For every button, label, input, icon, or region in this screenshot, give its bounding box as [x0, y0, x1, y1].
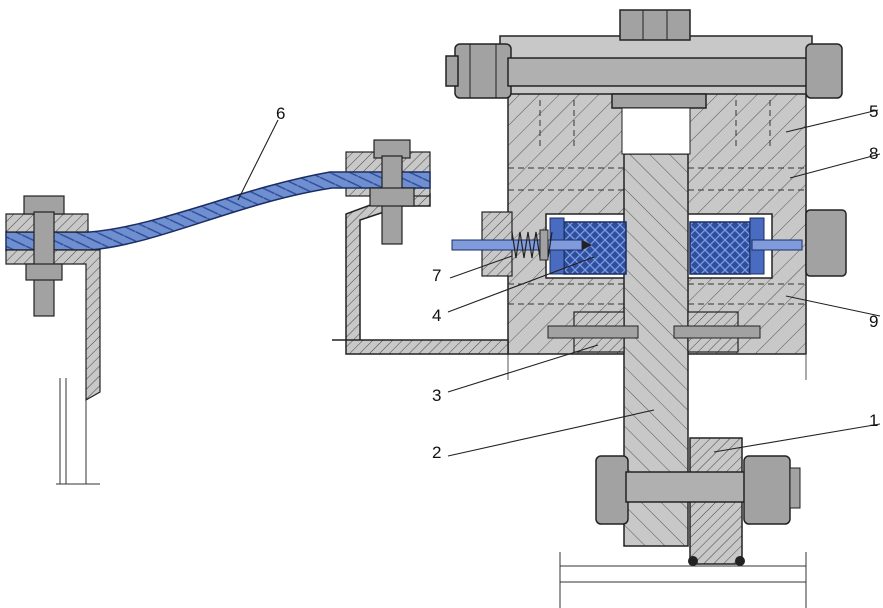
leader-lines [237, 109, 881, 457]
lower-clamp [595, 437, 801, 566]
callout-7: 7 [432, 266, 441, 285]
callout-5: 5 [869, 102, 878, 121]
callout-9: 9 [869, 312, 878, 331]
earth-strap [5, 171, 431, 251]
top-bolt [445, 43, 843, 99]
callout-3: 3 [432, 386, 441, 405]
spring-bolt [451, 211, 592, 277]
callout-1: 1 [869, 411, 878, 430]
gland-bushing [547, 311, 761, 353]
callout-8: 8 [869, 144, 878, 163]
left-bracket [5, 195, 101, 485]
strap-bolt [369, 139, 415, 245]
right-side-bolt [751, 209, 847, 277]
callout-labels: 1 2 3 4 5 6 7 8 9 [276, 102, 878, 462]
base-plate [559, 552, 807, 608]
callout-4: 4 [432, 306, 441, 325]
callout-6: 6 [276, 104, 285, 123]
callout-2: 2 [432, 443, 441, 462]
